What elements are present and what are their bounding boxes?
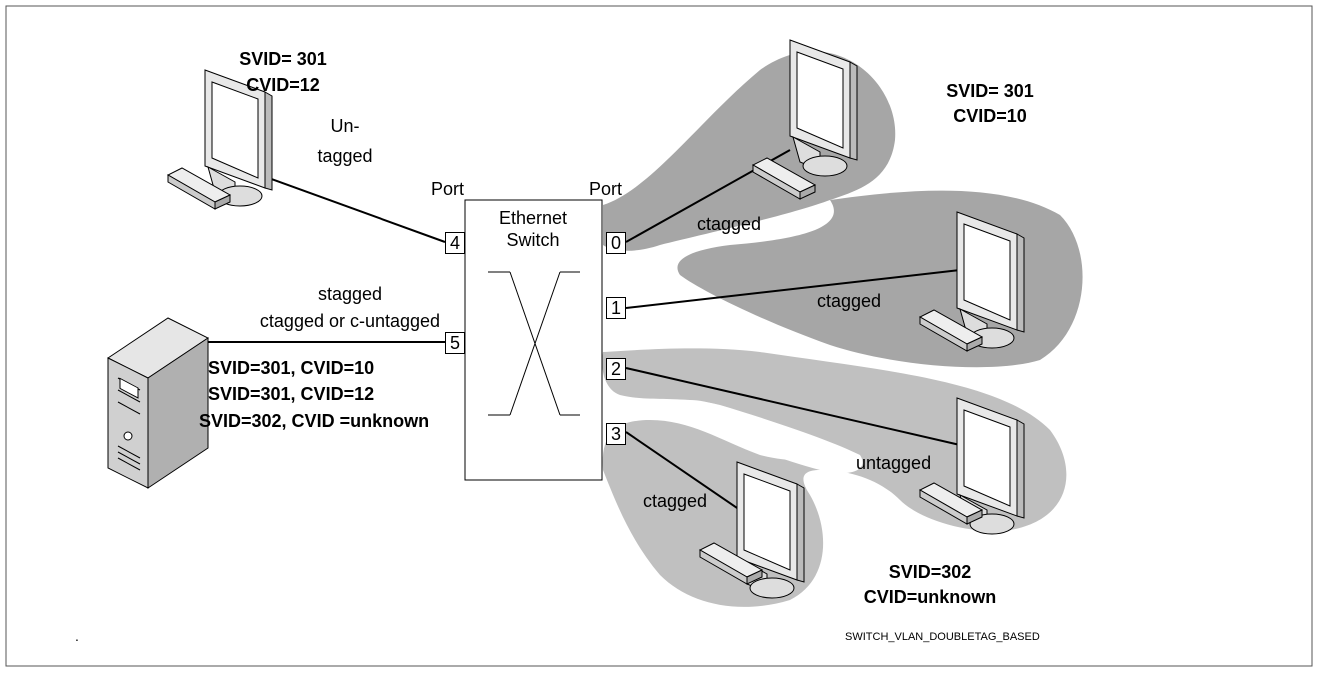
diagram-caption: SWITCH_VLAN_DOUBLETAG_BASED: [845, 631, 1040, 643]
keyboard-icon: [918, 309, 984, 352]
keyboard-icon: [166, 167, 232, 210]
keyboard-icon: [751, 157, 817, 200]
port-header-right: Port: [589, 179, 623, 199]
link-label-port4-line2: tagged: [317, 146, 373, 166]
link-label-port4-line1: Un-: [330, 116, 360, 136]
link-label-port2: untagged: [856, 453, 932, 473]
port-0-box: 0: [606, 232, 626, 254]
link-label-port0: ctagged: [697, 214, 762, 234]
server-vlan-3: SVID=302, CVID =unknown: [199, 411, 430, 431]
server-vlan-2: SVID=301, CVID=12: [208, 384, 375, 404]
link-label-port1: ctagged: [817, 291, 882, 311]
link-label-port5-line1: stagged: [317, 284, 383, 304]
monitor-icon: [789, 39, 858, 177]
keyboard-icon: [698, 542, 764, 585]
vlan-group-302: [602, 348, 1067, 607]
group-label-top-right-cvid: CVID=10: [953, 106, 1027, 126]
keyboard-icon: [918, 482, 984, 525]
link-label-port5-line2: ctagged or c-untagged: [259, 311, 441, 331]
link-port1: [625, 269, 961, 309]
monitor-icon: [956, 211, 1025, 349]
group-label-top-right-svid: SVID= 301: [946, 81, 1034, 101]
footer-dot: .: [75, 628, 79, 644]
link-port3: [625, 431, 741, 511]
server-tower-icon: [107, 317, 209, 489]
lower-cutout: [655, 399, 863, 474]
group-label-bottom-cvid: CVID=unknown: [863, 587, 997, 607]
link-label-port3: ctagged: [643, 491, 708, 511]
server-vlan-1: SVID=301, CVID=10: [208, 358, 375, 378]
group-label-top-left-cvid: CVID=12: [246, 75, 320, 95]
monitor-icon: [204, 69, 273, 207]
port-2-box: 2: [606, 358, 626, 380]
group-label-bottom-svid: SVID=302: [888, 562, 972, 582]
port-header-left: Port: [431, 179, 465, 199]
monitor-icon: [736, 461, 805, 599]
port-3-box: 3: [606, 423, 626, 445]
switch-label-line2: Switch: [506, 230, 560, 250]
outer-border: [5, 5, 1313, 667]
port-4-box: 4: [445, 232, 465, 254]
group-label-top-left-svid: SVID= 301: [239, 49, 327, 69]
port-1-box: 1: [606, 297, 626, 319]
link-port2: [625, 367, 961, 446]
monitor-icon: [956, 397, 1025, 535]
port-5-box: 5: [445, 332, 465, 354]
switch-crossbar-icon: [488, 271, 580, 416]
switch-label-line1: Ethernet: [498, 208, 568, 228]
